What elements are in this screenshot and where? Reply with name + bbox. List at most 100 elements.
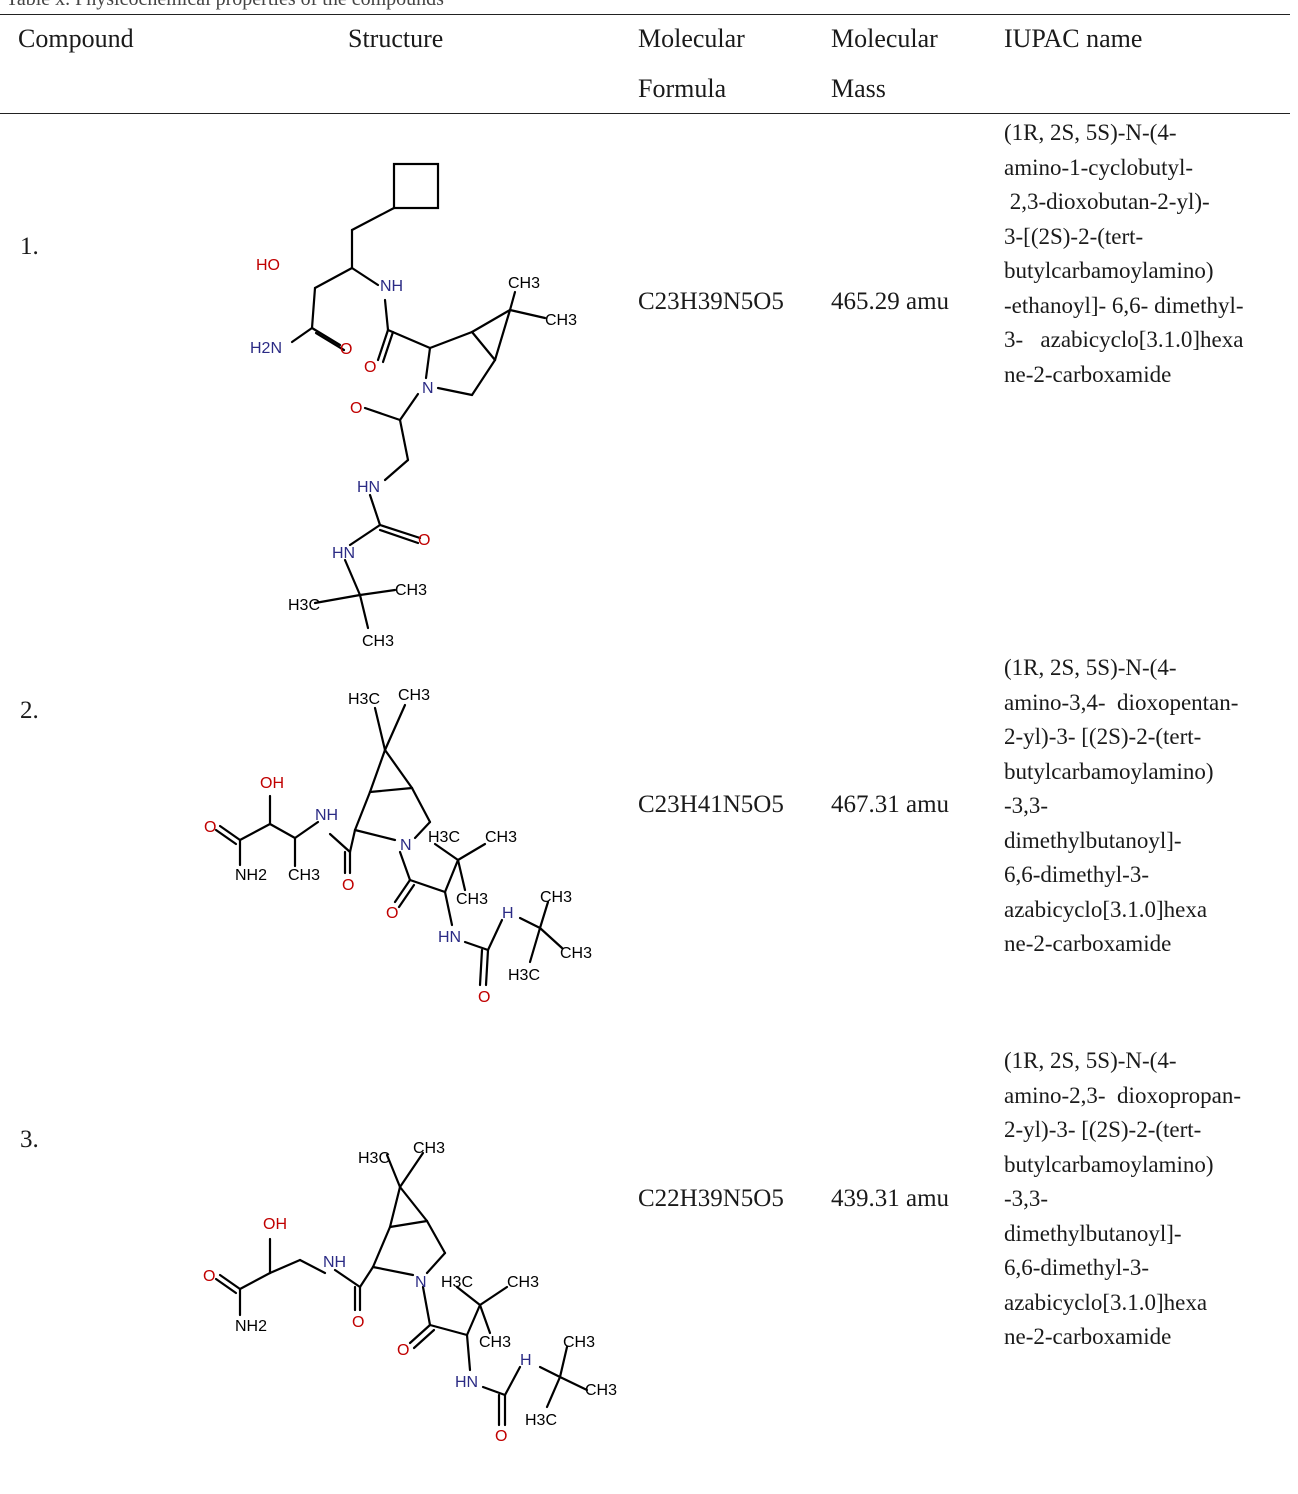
header-mass-line1: Molecular [831,24,938,53]
structure-label: O [340,341,352,358]
iupac-line: azabicyclo[3.1.0]hexa [1004,896,1208,922]
structure-label: CH3 [545,312,577,329]
structure-label: N [415,1274,427,1291]
molecular-mass: 465.29 amu [831,288,950,315]
iupac-line: dimethylbutanoyl]- [1004,1220,1182,1246]
structure-label: NH [380,278,403,295]
structure-label: O [350,400,362,417]
structure-label: CH3 [456,891,488,908]
header-bottom-rule [0,113,1290,114]
structure-label: O [386,905,398,922]
structure-label: H3C [428,829,460,846]
structure-label: HN [332,545,355,562]
structure-label: O [342,877,354,894]
structure-label: CH3 [395,582,427,599]
iupac-line: ne-2-carboxamide [1004,361,1172,387]
header-mass-line2: Mass [831,74,886,103]
iupac-line: amino-1-cyclobutyl- [1004,154,1194,180]
structure-label: CH3 [413,1140,445,1157]
structure-label: CH3 [563,1334,595,1351]
structure-label: NH2 [235,1318,267,1335]
iupac-line: (1R, 2S, 5S)-N-(4- [1004,120,1177,145]
structure-label: CH3 [398,687,430,704]
iupac-line: -ethanoyl]- 6,6- dimethyl- [1004,292,1244,318]
iupac-line: butylcarbamoylamino) [1004,758,1214,784]
iupac-line: 3-[(2S)-2-(tert- [1004,223,1144,249]
structure-label: H3C [508,967,540,984]
compound-number: 3. [20,1126,39,1153]
structure-label: CH3 [508,275,540,292]
iupac-line: ne-2-carboxamide [1004,1324,1172,1349]
iupac-line: (1R, 2S, 5S)-N-(4- [1004,655,1177,680]
iupac-line: -3,3- [1004,1186,1049,1211]
compound-number: 1. [20,233,39,260]
molecular-formula: C23H41N5O5 [638,791,784,818]
structure-label: H3C [441,1274,473,1291]
header-molecular-formula: Molecular Formula [638,14,745,114]
header-molecular-mass: Molecular Mass [831,14,938,114]
structure-label: N [400,837,412,854]
structure-label: CH3 [288,867,320,884]
header-structure: Structure [348,24,444,53]
structure-label: H2N [250,340,282,357]
iupac-line: azabicyclo[3.1.0]hexa [1004,1289,1208,1315]
structure-label: NH2 [235,867,267,884]
structure-label: HN [438,929,461,946]
iupac-line: dimethylbutanoyl]- [1004,827,1182,853]
structure-label: O [364,359,376,376]
structure-label: H3C [525,1412,557,1429]
structure-label: NH [315,807,338,824]
structure-label: CH3 [560,945,592,962]
molecular-formula: C22H39N5O5 [638,1185,784,1212]
structure-label: HN [455,1374,478,1391]
table-caption-fragment: Table x. Physicochemical properties of t… [6,0,444,11]
iupac-line: butylcarbamoylamino) [1004,1151,1214,1177]
structure-label: CH3 [362,633,394,650]
structure-label: H3C [288,597,320,614]
structure-label: HN [357,479,380,496]
structure-label: CH3 [585,1382,617,1399]
structure-label: H [502,905,514,922]
iupac-line: 6,6-dimethyl-3- [1004,862,1149,887]
iupac-name: (1R, 2S, 5S)-N-(4- amino-2,3- dioxopropa… [1004,1044,1292,1355]
iupac-line: 2-yl)-3- [(2S)-2-(tert- [1004,724,1202,749]
structure-label: CH3 [507,1274,539,1291]
structure-label: O [204,819,216,836]
iupac-line: butylcarbamoylamino) [1004,258,1214,283]
iupac-line: amino-2,3- dioxopropan- [1004,1082,1241,1108]
structure-label: H [520,1352,532,1369]
table-top-rule [0,14,1290,15]
structure-label: CH3 [479,1334,511,1351]
structure-diagram-compound-1: HO NH H2N O O N O HN O HN CH3 CH3 H3C CH… [250,162,577,650]
structure-label: H3C [358,1150,390,1167]
structure-diagram-compound-2: H3C CH3 OH NH O N H3C CH3 NH2 CH3 O CH3 … [204,687,592,1006]
structure-label: O [352,1314,364,1331]
structure-diagram-compound-3: H3C CH3 OH NH O N H3C CH3 NH2 O CH3 O H … [203,1140,617,1445]
header-compound: Compound [18,24,134,53]
structure-label: O [495,1428,507,1445]
structure-label: O [397,1342,409,1359]
structure-label: OH [260,775,284,792]
iupac-line: 2-yl)-3- [(2S)-2-(tert- [1004,1117,1202,1142]
iupac-line: amino-3,4- dioxopentan- [1004,689,1239,715]
molecular-mass: 439.31 amu [831,1185,950,1212]
structure-label: NH [323,1254,346,1271]
structure-label: O [418,532,430,549]
structure-label: CH3 [485,829,517,846]
structure-label: N [422,380,434,397]
structure-label: O [478,989,490,1006]
iupac-line: ne-2-carboxamide [1004,931,1172,956]
iupac-name: (1R, 2S, 5S)-N-(4- amino-1-cyclobutyl- 2… [1004,116,1292,392]
header-formula-line1: Molecular [638,24,745,53]
header-iupac-name: IUPAC name [1004,24,1143,53]
structure-label: H3C [348,691,380,708]
structure-label: OH [263,1216,287,1233]
iupac-line: 2,3-dioxobutan-2-yl)- [1004,189,1210,214]
structure-label: O [203,1268,215,1285]
structure-label: CH3 [540,889,572,906]
iupac-line: (1R, 2S, 5S)-N-(4- [1004,1048,1177,1073]
molecular-mass: 467.31 amu [831,791,950,818]
molecular-formula: C23H39N5O5 [638,288,784,315]
iupac-line: 6,6-dimethyl-3- [1004,1255,1149,1280]
iupac-line: -3,3- [1004,793,1049,818]
